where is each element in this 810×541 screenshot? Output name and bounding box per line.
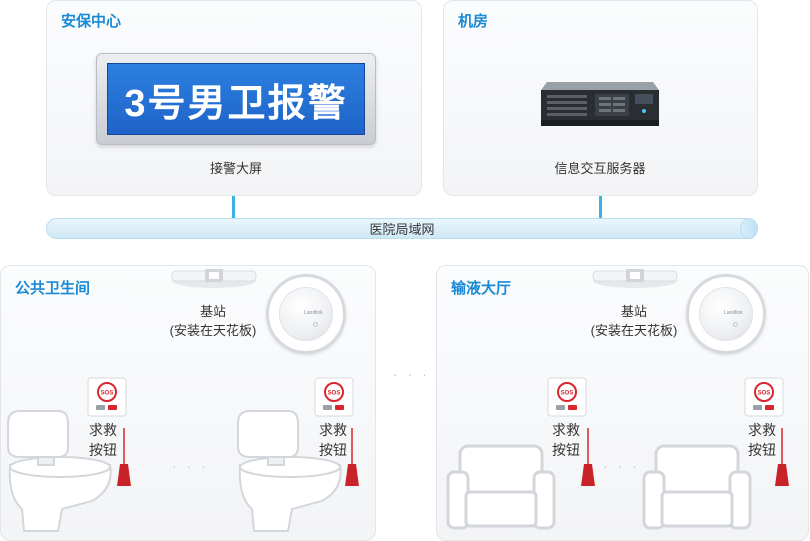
infusion-hall-title: 输液大厅 — [451, 280, 512, 297]
bus-end-cap — [740, 218, 758, 239]
pull-cord-icon — [775, 428, 789, 486]
sos-button-label: 求救 按钮 — [319, 422, 347, 458]
ceiling-base-station-icon — [171, 269, 257, 288]
rack-server-icon — [541, 82, 659, 126]
armchair-icon — [642, 444, 752, 530]
sos-button-label: 求救 按钮 — [748, 422, 776, 458]
server-link-line — [599, 196, 602, 218]
security-center-title: 安保中心 — [61, 13, 122, 30]
hall-more-indicator: · · · — [603, 458, 640, 474]
base-station-brand: Landlink — [304, 310, 323, 316]
alarm-display-screen: 3号男卫报警 — [96, 53, 376, 145]
sos-button-icon: SOS — [314, 377, 354, 417]
svg-text:SOS: SOS — [561, 391, 574, 397]
svg-text:SOS: SOS — [101, 391, 114, 397]
toilet-more-indicator: · · · — [172, 458, 209, 474]
public-toilet-title: 公共卫生间 — [15, 280, 91, 297]
pull-cord-icon — [581, 428, 595, 486]
toilet-base-station-label: 基站 (安装在天花板) — [169, 304, 257, 338]
sos-button-label: 求救 按钮 — [89, 422, 117, 458]
server-room-title: 机房 — [458, 13, 489, 30]
server-room-panel: 机房 — [443, 0, 758, 196]
server-caption: 信息交互服务器 — [554, 161, 646, 176]
armchair-icon — [446, 444, 556, 530]
pull-cord-icon — [117, 428, 131, 486]
pull-cord-icon — [345, 428, 359, 486]
base-station-zoom-icon: Landlink — [266, 274, 346, 354]
hospital-lan-label: 医院局域网 — [369, 222, 435, 237]
svg-text:SOS: SOS — [328, 391, 341, 397]
svg-text:SOS: SOS — [758, 391, 771, 397]
ceiling-base-station-icon — [592, 269, 678, 288]
zones-more-indicator: · · · — [393, 366, 430, 382]
sos-button-icon: SOS — [547, 377, 587, 417]
sos-button-icon: SOS — [744, 377, 784, 417]
toilet-icon — [7, 410, 112, 532]
security-link-line — [232, 196, 235, 218]
alarm-screen-text: 3号男卫报警 — [107, 63, 365, 135]
hospital-lan-bus: 医院局域网 — [46, 218, 758, 239]
sos-button-icon: SOS — [87, 377, 127, 417]
base-station-brand: Landlink — [724, 310, 743, 316]
base-station-zoom-icon: Landlink — [686, 274, 766, 354]
alarm-screen-caption: 接警大屏 — [209, 161, 262, 176]
toilet-icon — [237, 410, 342, 532]
hall-base-station-label: 基站 (安装在天花板) — [590, 304, 678, 338]
sos-button-label: 求救 按钮 — [552, 422, 580, 458]
